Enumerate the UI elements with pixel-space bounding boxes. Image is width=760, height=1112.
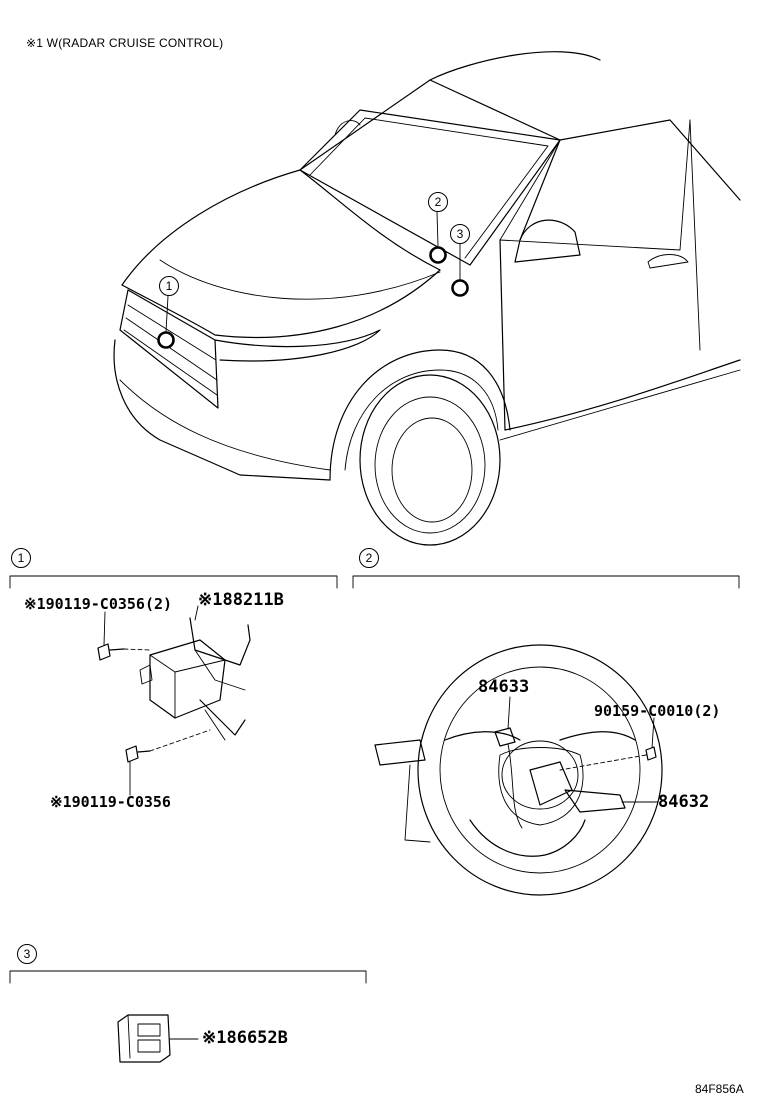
section-2-number: 2 bbox=[359, 548, 379, 568]
part-bracket: ※188211B bbox=[198, 590, 284, 610]
figure-code: 84F856A bbox=[695, 1082, 744, 1096]
part-screw: 90159-C0010(2) bbox=[594, 702, 721, 720]
header-note: ※1 W(RADAR CRUISE CONTROL) bbox=[26, 36, 224, 50]
section-1-number: 1 bbox=[11, 548, 31, 568]
section-3-number: 3 bbox=[17, 944, 37, 964]
callout-2: 2 bbox=[428, 192, 448, 212]
part-bolt-lower: ※190119-C0356 bbox=[50, 793, 171, 811]
part-switch-right: 84632 bbox=[658, 792, 710, 812]
callout-3: 3 bbox=[450, 224, 470, 244]
part-sensor: ※186652B bbox=[202, 1028, 288, 1048]
part-switch-left: 84633 bbox=[478, 677, 530, 697]
callout-1: 1 bbox=[159, 276, 179, 296]
part-bolt-upper: ※190119-C0356(2) bbox=[24, 595, 173, 613]
